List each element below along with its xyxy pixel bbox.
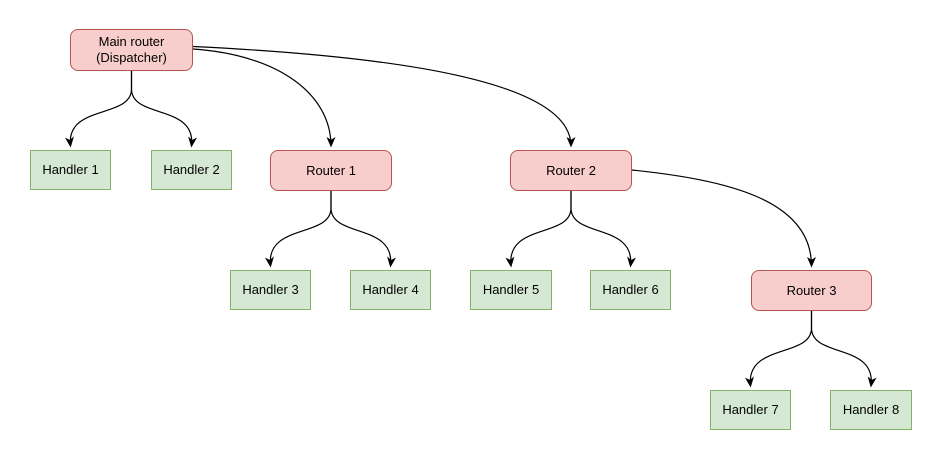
node-handler-2-label: Handler 2 bbox=[163, 162, 220, 177]
node-router-1[interactable]: Router 1 bbox=[270, 150, 392, 191]
node-handler-6-label: Handler 6 bbox=[602, 282, 659, 297]
edge-router-2-to-handler-5 bbox=[505, 191, 572, 268]
edge-router-2-to-router-3 bbox=[631, 169, 816, 268]
node-handler-6[interactable]: Handler 6 bbox=[590, 270, 671, 310]
node-handler-8-label: Handler 8 bbox=[842, 402, 900, 417]
node-router-2-label: Router 2 bbox=[546, 162, 596, 178]
edge-router-1-to-handler-3 bbox=[265, 191, 332, 268]
node-main-router[interactable]: Main router (Dispatcher) bbox=[70, 29, 193, 71]
edge-main-router-to-router-2 bbox=[192, 45, 576, 148]
node-router-1-label: Router 1 bbox=[306, 162, 356, 178]
edge-main-router-to-router-1 bbox=[192, 48, 336, 148]
node-router-3-label: Router 3 bbox=[786, 282, 837, 298]
node-handler-5-label: Handler 5 bbox=[482, 282, 540, 297]
node-handler-7-label: Handler 7 bbox=[722, 402, 779, 417]
node-router-3[interactable]: Router 3 bbox=[751, 270, 872, 311]
node-handler-4[interactable]: Handler 4 bbox=[350, 270, 431, 310]
node-main-router-label: Main router (Dispatcher) bbox=[96, 34, 167, 65]
edge-main-router-to-handler-1 bbox=[64, 71, 133, 148]
edge-main-router-to-handler-2 bbox=[130, 71, 198, 148]
node-handler-3[interactable]: Handler 3 bbox=[230, 270, 311, 310]
node-handler-8[interactable]: Handler 8 bbox=[830, 390, 912, 430]
node-handler-1-label: Handler 1 bbox=[42, 162, 99, 177]
node-router-2[interactable]: Router 2 bbox=[510, 150, 632, 191]
edge-router-2-to-handler-6 bbox=[570, 191, 636, 268]
node-handler-3-label: Handler 3 bbox=[242, 282, 299, 297]
edge-router-3-to-handler-7 bbox=[745, 311, 813, 388]
edge-router-3-to-handler-8 bbox=[810, 311, 877, 388]
node-handler-1[interactable]: Handler 1 bbox=[30, 150, 111, 190]
node-handler-2[interactable]: Handler 2 bbox=[151, 150, 232, 190]
edge-router-1-to-handler-4 bbox=[330, 191, 396, 268]
node-handler-7[interactable]: Handler 7 bbox=[710, 390, 791, 430]
node-handler-4-label: Handler 4 bbox=[362, 282, 419, 297]
node-handler-5[interactable]: Handler 5 bbox=[470, 270, 552, 310]
